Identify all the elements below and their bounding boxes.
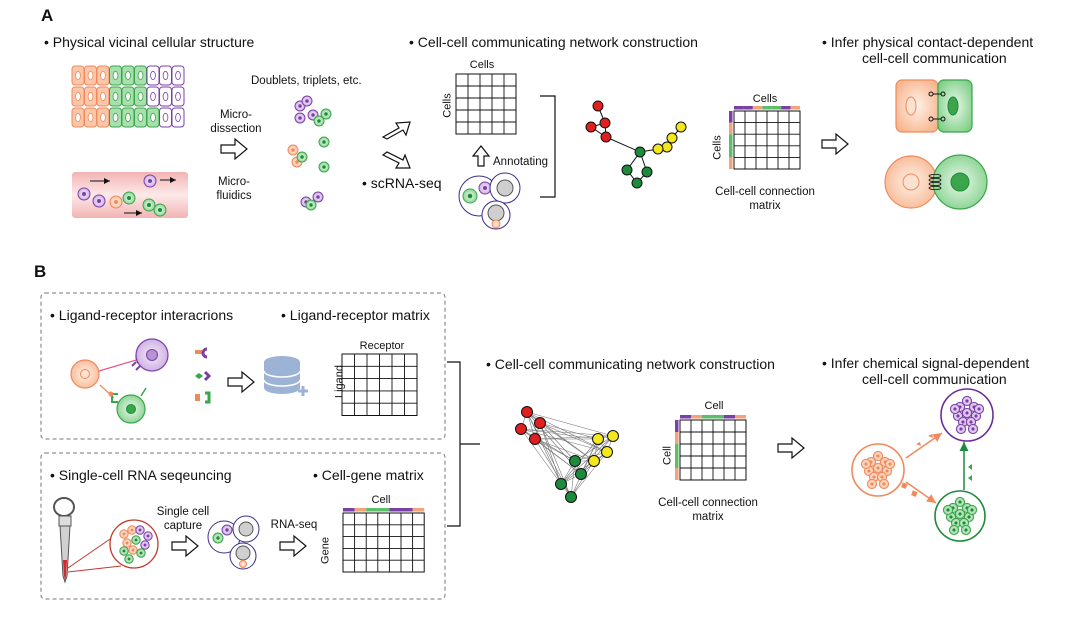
- single-cell-capture-2: capture: [163, 520, 203, 532]
- annotating-label: Annotating: [493, 156, 548, 168]
- captured-cells-a: [458, 172, 521, 230]
- connection-matrix-b-label-1: Cell-cell connection: [658, 497, 758, 509]
- infer-title-2: cell-cell communication: [862, 371, 1007, 387]
- step2-title: • Cell-cell communicating network constr…: [409, 34, 698, 50]
- microfluidics-label-1: Micro-: [218, 176, 250, 188]
- conn-matrix-b-side-label: Cell: [661, 446, 674, 465]
- panel-b-label: B: [34, 262, 47, 281]
- conn-matrix-b-top-label: Cell: [704, 400, 724, 412]
- database-icon: [263, 356, 308, 396]
- ligand-receptor-grid: [341, 353, 418, 416]
- scrna-title: • Single-cell RNA seqeuncing: [50, 467, 232, 483]
- chemical-signaling: [851, 388, 994, 542]
- lr-matrix-title: • Ligand-receptor matrix: [281, 307, 430, 323]
- microfluidics-label-2: fluidics: [216, 190, 252, 202]
- connection-matrix-a: [729, 106, 801, 170]
- cell-gene-title: • Cell-gene matrix: [313, 467, 424, 483]
- process-arrow: [279, 534, 307, 558]
- scrnaseq-label: • scRNA-seq: [362, 175, 442, 191]
- connection-matrix-label-2: matrix: [749, 200, 781, 212]
- connection-matrix-b-label-2: matrix: [692, 511, 724, 523]
- microdissection-label-1: Micro-: [220, 109, 252, 121]
- network-graph-b: [515, 406, 619, 503]
- infer-title-1: • Infer chemical signal-dependent: [822, 355, 1030, 371]
- process-arrow: [381, 151, 411, 169]
- process-arrow: [821, 132, 849, 156]
- conn-matrix-top-label: Cells: [752, 93, 778, 105]
- microfluidic-vessel: [72, 172, 188, 218]
- annotating-arrow: [471, 145, 491, 167]
- process-arrow: [777, 436, 805, 460]
- conn-matrix-side-label: Cells: [711, 135, 724, 160]
- ligand-label: Ligand: [333, 364, 346, 399]
- process-arrow: [381, 121, 411, 140]
- microdissection-label-2: dissection: [210, 123, 262, 135]
- cell-gene-top-label: Cell: [371, 494, 391, 506]
- receptor-label: Receptor: [359, 340, 405, 352]
- process-arrow: [220, 137, 248, 161]
- connection-matrix-b: [675, 415, 747, 481]
- cells-grid-side-label: Cells: [441, 93, 454, 118]
- box-scrna: [40, 452, 446, 600]
- ligand-receptor-pairs: [195, 347, 212, 404]
- box-ligand-receptor: [40, 292, 446, 440]
- pipette-icon: [53, 497, 159, 584]
- step3-title-1: • Infer physical contact-dependent: [822, 34, 1034, 50]
- process-arrow: [227, 370, 255, 394]
- network-title-b: • Cell-cell communicating network constr…: [486, 356, 775, 372]
- cell-gene-grid: [342, 508, 425, 573]
- cell-mixture: [119, 525, 153, 564]
- doublets-cluster: [287, 95, 332, 211]
- cells-grid-a: [455, 73, 517, 135]
- process-arrow: [171, 534, 199, 558]
- lr-title: • Ligand-receptor interacrions: [50, 307, 234, 323]
- step3-title-2: cell-cell communication: [862, 50, 1007, 66]
- cells-grid-top-label: Cells: [469, 59, 495, 71]
- panel-a-label: A: [41, 6, 54, 25]
- gene-side-label: Gene: [319, 537, 332, 564]
- ligand-receptor-cells: [70, 338, 169, 424]
- step1-title: • Physical vicinal cellular structure: [44, 34, 255, 50]
- tissue-grid: [71, 65, 185, 128]
- single-cell-capture-1: Single cell: [156, 506, 210, 518]
- captured-cells-b: [207, 515, 260, 570]
- connection-matrix-label-1: Cell-cell connection: [715, 186, 815, 198]
- bracket: [447, 361, 480, 527]
- contact-cells: [884, 79, 988, 210]
- doublets-label: Doublets, triplets, etc.: [251, 75, 362, 87]
- rnaseq-label: RNA-seq: [270, 519, 318, 531]
- bracket: [540, 95, 556, 198]
- network-graph-a: [585, 100, 687, 189]
